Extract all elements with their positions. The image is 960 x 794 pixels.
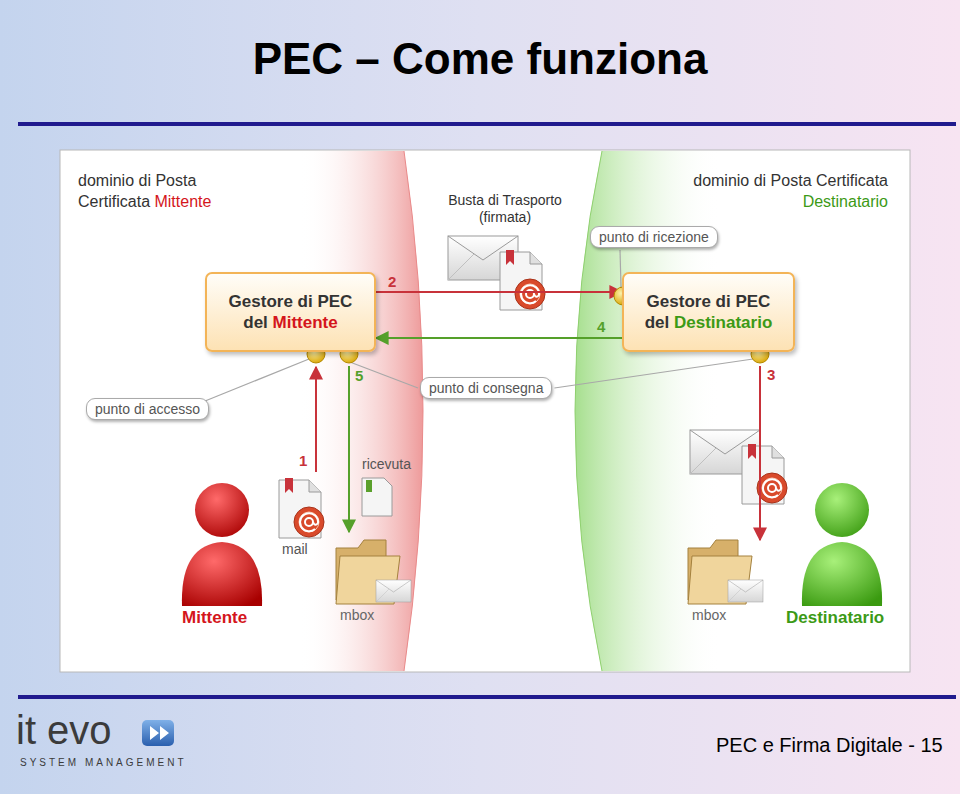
text-label: dominio di Posta Certificata Destinatari… (676, 170, 888, 212)
text-label: ricevuta (362, 456, 411, 472)
callout-box: punto di consegna (420, 377, 552, 399)
text-label: mbox (692, 607, 726, 623)
callout-box: punto di accesso (86, 398, 209, 420)
callout-number: 2 (388, 273, 396, 290)
node-text: punto di ricezione (599, 229, 709, 245)
node-text: punto di accesso (95, 401, 200, 417)
node-text: Gestore di PEC del Destinatario (632, 291, 785, 333)
process-box: Gestore di PEC del Mittente (205, 272, 376, 352)
callout-number: 1 (299, 452, 307, 469)
callout-number: 5 (355, 367, 363, 384)
text-label: Busta di Trasporto (firmata) (425, 192, 585, 226)
text-label: it evo (16, 708, 112, 752)
process-box: Gestore di PEC del Destinatario (622, 272, 795, 352)
text-label: PEC e Firma Digitale - 15 (716, 734, 943, 757)
message-arrow (376, 337, 622, 339)
callout-number: 3 (767, 366, 775, 383)
text-label: SYSTEM MANAGEMENT (20, 757, 187, 768)
leader-line (620, 250, 621, 287)
callout-number: 4 (597, 318, 605, 335)
node-text: punto di consegna (429, 380, 543, 396)
leader-line (205, 359, 309, 401)
text-label: mail (282, 541, 308, 557)
text-label: Mittente (182, 608, 247, 628)
slide-title: PEC – Come funziona (0, 34, 960, 84)
text-label: Destinatario (786, 608, 884, 628)
leader-line (342, 359, 418, 388)
text-label: dominio di Posta Certificata Mittente (78, 170, 268, 212)
text-label: mbox (340, 607, 374, 623)
node-text: Gestore di PEC del Mittente (215, 291, 366, 333)
message-arrow (376, 291, 622, 293)
callout-box: punto di ricezione (590, 226, 718, 248)
leader-line (554, 359, 753, 388)
